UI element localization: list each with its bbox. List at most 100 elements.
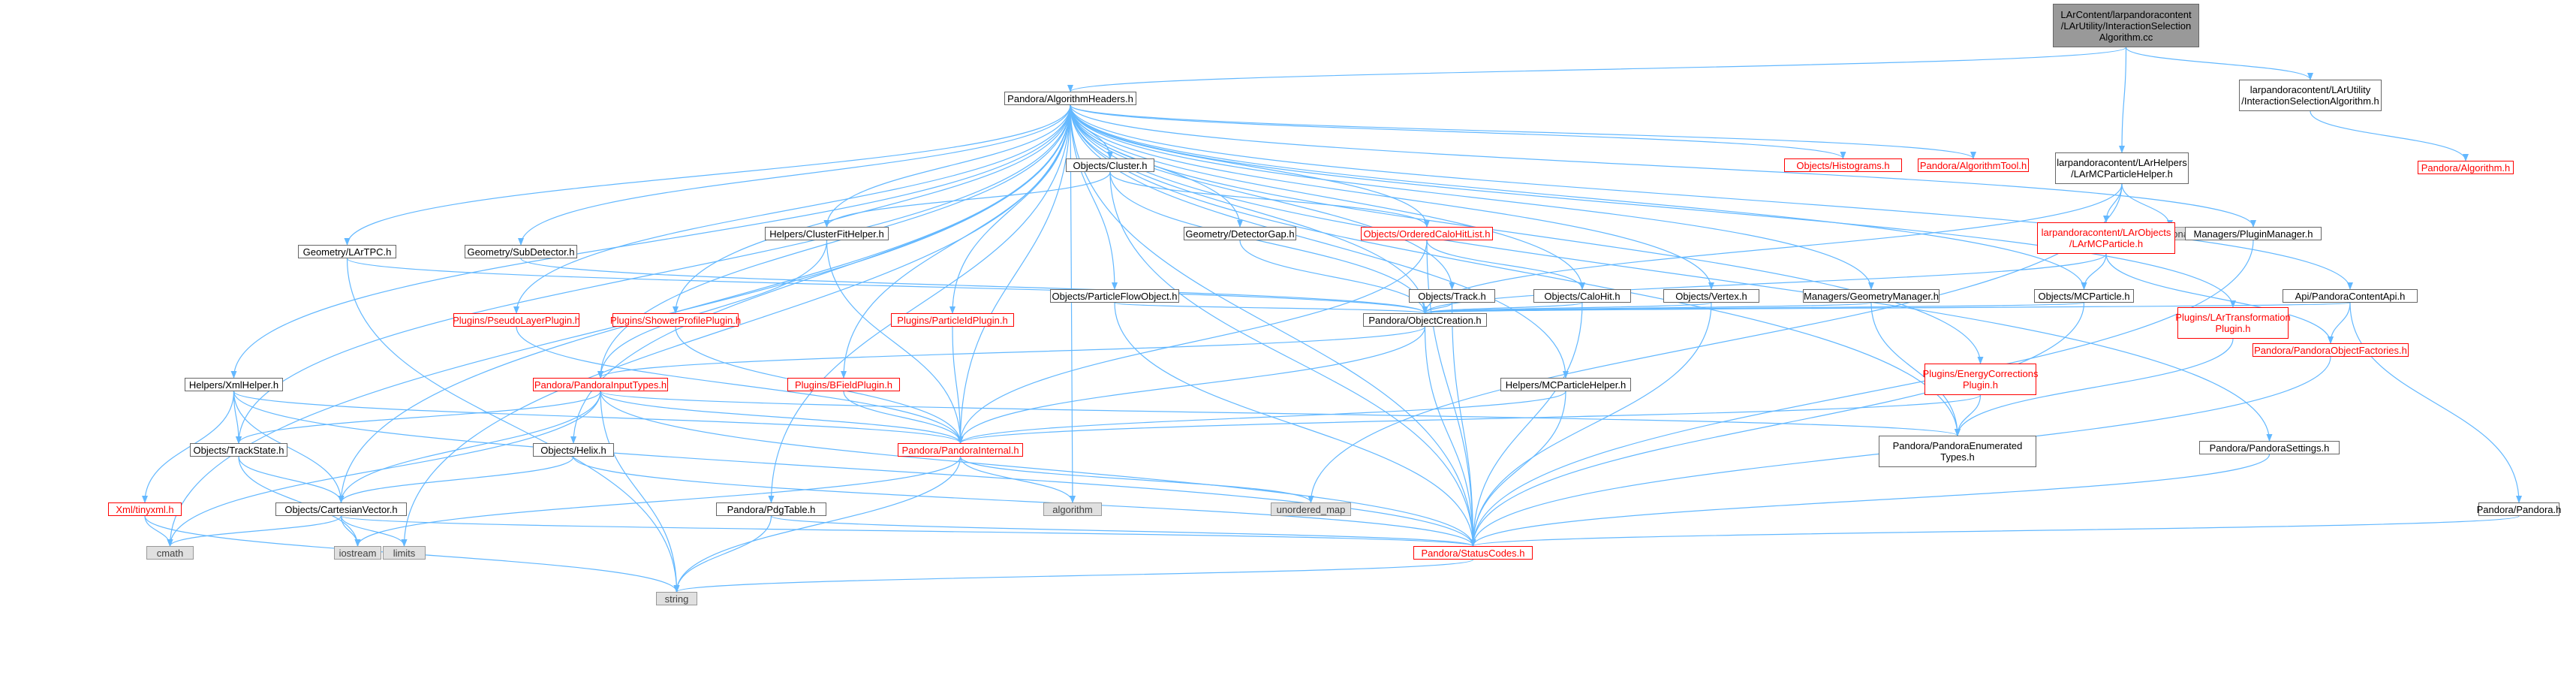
node-shower[interactable]: Plugins/ShowerProfilePlugin.h <box>609 313 742 327</box>
edge-geomgr-to-enumtypes <box>1870 302 1961 436</box>
edge-cluster-to-ocl <box>1109 171 1430 228</box>
edge-isa-to-alg <box>2310 110 2469 161</box>
node-detgap[interactable]: Geometry/DetectorGap.h <box>1184 227 1296 240</box>
edge-cartesian-to-cmath <box>167 515 342 547</box>
edge-root-to-algh <box>1067 47 2127 92</box>
node-helix[interactable]: Objects/Helix.h <box>533 443 614 457</box>
node-energycorr[interactable]: Plugins/EnergyCorrections Plugin.h <box>1923 364 2038 395</box>
edge-larmcp-to-objfact <box>2105 253 2334 344</box>
node-cluster[interactable]: Objects/Cluster.h <box>1066 158 1154 172</box>
node-geomgr[interactable]: Managers/GeometryManager.h <box>1803 289 1940 303</box>
node-clusterfit[interactable]: Helpers/ClusterFitHelper.h <box>765 227 889 240</box>
edge-mcparticle-to-objcreation <box>1422 302 2085 314</box>
edge-trackstate-to-cartesian <box>238 456 345 503</box>
edge-larmcp-to-mcparticle <box>2081 253 2107 290</box>
node-mcph[interactable]: larpandoracontent/LArHelpers /LArMCParti… <box>2055 152 2189 184</box>
node-larmcp[interactable]: larpandoracontent/LArObjects /LArMCParti… <box>2037 222 2175 254</box>
edge-algh-to-status <box>1070 104 1476 547</box>
edge-mcparticle-to-status <box>1470 302 2085 547</box>
node-cartesian[interactable]: Objects/CartesianVector.h <box>275 502 407 516</box>
edge-internal-to-iostream <box>354 456 961 547</box>
node-trackstate[interactable]: Objects/TrackState.h <box>190 443 287 457</box>
node-mchelper[interactable]: Helpers/MCParticleHelper.h <box>1500 378 1631 391</box>
edge-algh-to-inputtypes <box>597 104 1071 379</box>
edge-inputtypes-to-internal <box>600 391 964 444</box>
node-objfact[interactable]: Pandora/PandoraObjectFactories.h <box>2252 343 2409 357</box>
edge-algh-to-lartpc <box>344 104 1071 246</box>
edge-clusterfit-to-inputtypes <box>597 240 828 379</box>
node-lartpc[interactable]: Geometry/LArTPC.h <box>298 245 396 258</box>
edge-internal-to-string <box>673 456 961 593</box>
node-iostream[interactable]: iostream <box>334 546 381 560</box>
node-string[interactable]: string <box>656 592 697 605</box>
node-status[interactable]: Pandora/StatusCodes.h <box>1413 546 1533 560</box>
node-pandorah[interactable]: Pandora/Pandora.h <box>2476 502 2562 516</box>
node-algorithm[interactable]: algorithm <box>1043 502 1102 516</box>
node-xmlhelper[interactable]: Helpers/XmlHelper.h <box>185 378 283 391</box>
edge-pid-to-internal <box>952 326 964 444</box>
edge-api-to-objfact <box>2328 302 2351 344</box>
node-pseudo[interactable]: Plugins/PseudoLayerPlugin.h <box>453 313 580 327</box>
node-pid[interactable]: Plugins/ParticleIdPlugin.h <box>891 313 1014 327</box>
node-algtool[interactable]: Pandora/AlgorithmTool.h <box>1918 158 2029 172</box>
edge-inputtypes-to-trackstate <box>236 391 601 444</box>
node-tinyxml[interactable]: Xml/tinyxml.h <box>108 502 182 516</box>
node-subdet[interactable]: Geometry/SubDetector.h <box>465 245 577 258</box>
node-mcparticle[interactable]: Objects/MCParticle.h <box>2034 289 2134 303</box>
edge-cluster-to-objcreation <box>1109 171 1428 314</box>
edge-api-to-pandorah <box>2349 302 2522 503</box>
edge-ocl-to-status <box>1426 240 1476 547</box>
node-hist[interactable]: Objects/Histograms.h <box>1784 158 1902 172</box>
edge-internal-to-umap <box>959 456 1314 503</box>
edge-algh-to-ocl <box>1070 104 1430 228</box>
edge-algh-to-pdgtable <box>768 104 1071 503</box>
edge-pandorah-to-status <box>1470 515 2520 547</box>
edge-helix-to-status <box>573 456 1476 547</box>
edge-lartpc-to-string <box>346 258 680 593</box>
node-umap[interactable]: unordered_map <box>1271 502 1351 516</box>
edge-objcreation-to-status <box>1424 326 1476 547</box>
node-algh[interactable]: Pandora/AlgorithmHeaders.h <box>1004 92 1136 105</box>
node-ocl[interactable]: Objects/OrderedCaloHitList.h <box>1361 227 1493 240</box>
edge-algh-to-subdet <box>518 104 1071 246</box>
node-limits[interactable]: limits <box>383 546 426 560</box>
edge-status-to-string <box>673 559 1474 593</box>
node-enumtypes[interactable]: Pandora/PandoraEnumerated Types.h <box>1879 436 2036 467</box>
edge-vertex-to-status <box>1470 302 1712 547</box>
edge-algh-to-geomgr <box>1070 104 1874 290</box>
node-cmath[interactable]: cmath <box>146 546 194 560</box>
edge-helix-to-cartesian <box>338 456 574 503</box>
edge-track-to-status <box>1451 302 1476 547</box>
edge-algh-to-lartrans <box>1070 104 2236 308</box>
edge-pseudo-to-internal <box>516 326 964 444</box>
node-settings[interactable]: Pandora/PandoraSettings.h <box>2199 441 2340 454</box>
edge-subdet-to-objcreation <box>520 258 1428 314</box>
node-calohit[interactable]: Objects/CaloHit.h <box>1533 289 1631 303</box>
node-pdgtable[interactable]: Pandora/PdgTable.h <box>716 502 826 516</box>
edge-algh-to-plugmgr <box>1070 104 2256 228</box>
node-plugmgr[interactable]: Managers/PluginManager.h <box>2185 227 2322 240</box>
edge-calohit-to-objcreation <box>1422 302 1583 314</box>
node-pfo[interactable]: Objects/ParticleFlowObject.h <box>1050 289 1179 303</box>
node-isa[interactable]: larpandoracontent/LArUtility /Interactio… <box>2239 80 2382 111</box>
edge-algh-to-calohit <box>1070 104 1585 290</box>
node-objcreation[interactable]: Pandora/ObjectCreation.h <box>1363 313 1487 327</box>
node-vertex[interactable]: Objects/Vertex.h <box>1663 289 1759 303</box>
edge-algh-to-energycorr <box>1070 104 1984 364</box>
node-inputtypes[interactable]: Pandora/PandoraInputTypes.h <box>533 378 668 391</box>
edge-mcph-to-functional <box>2121 183 2173 228</box>
node-root[interactable]: LArContent/larpandoracontent /LArUtility… <box>2053 4 2199 47</box>
edge-root-to-isa <box>2125 47 2313 80</box>
edge-algh-to-internal <box>957 104 1071 444</box>
node-bfield[interactable]: Plugins/BFieldPlugin.h <box>787 378 900 391</box>
node-lartrans[interactable]: Plugins/LArTransformation Plugin.h <box>2175 307 2291 339</box>
node-alg[interactable]: Pandora/Algorithm.h <box>2418 161 2514 174</box>
edge-objcreation-to-internal <box>957 326 1426 444</box>
edge-energycorr-to-internal <box>957 394 1982 444</box>
node-track[interactable]: Objects/Track.h <box>1409 289 1495 303</box>
edge-inputtypes-to-status <box>600 391 1476 547</box>
node-api[interactable]: Api/PandoraContentApi.h <box>2283 289 2418 303</box>
node-internal[interactable]: Pandora/PandoraInternal.h <box>898 443 1023 457</box>
edge-inputtypes-to-cartesian <box>338 391 601 503</box>
